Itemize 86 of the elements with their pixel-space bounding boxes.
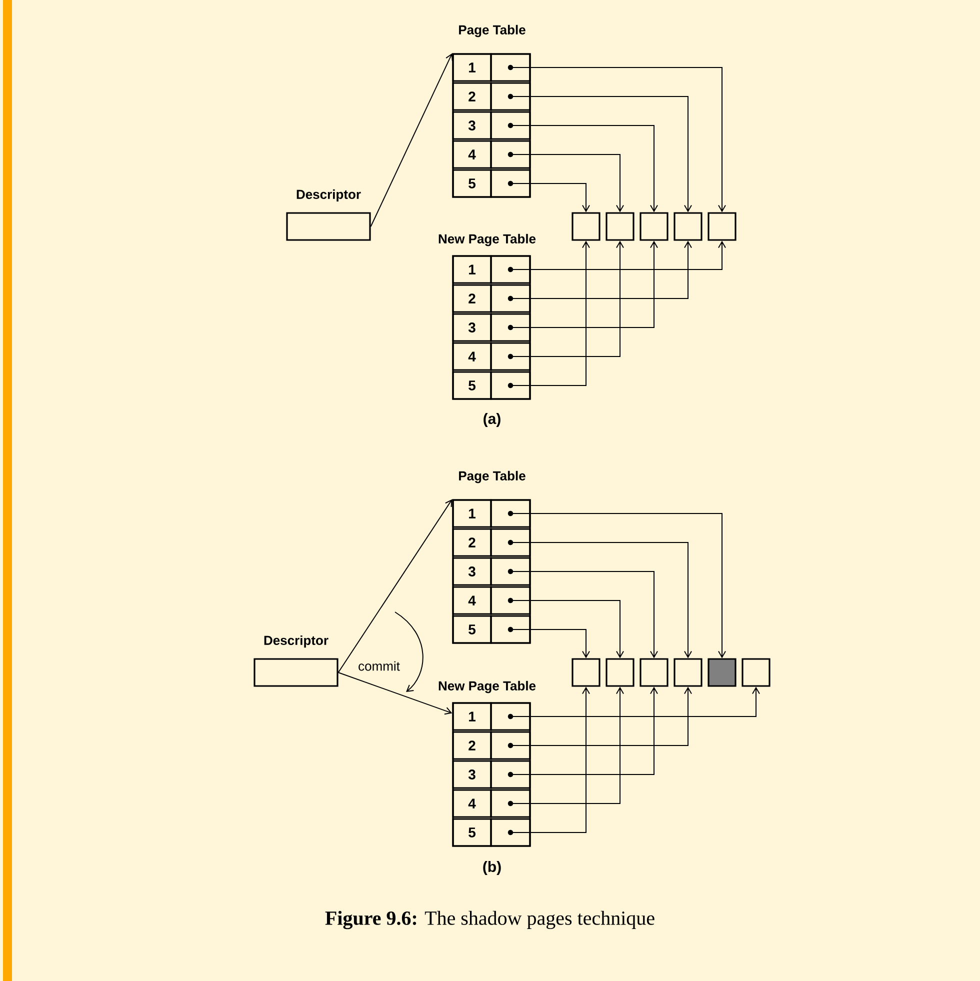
pointer-arrow [530, 686, 760, 717]
pointer-arrow [530, 571, 658, 658]
pointer-cell [490, 371, 532, 400]
number-cell: 2 [452, 82, 492, 111]
pointer-arrow [530, 240, 726, 270]
pointer-cell [490, 731, 532, 760]
page-box [708, 212, 736, 241]
node-label: New Page Table [438, 680, 536, 694]
pointer-arrow [530, 154, 624, 212]
pointer-arrow [530, 629, 590, 658]
number-cell: 2 [452, 284, 492, 313]
node-label: Page Table [459, 24, 526, 38]
pointer-cell [490, 586, 532, 615]
page-box [640, 212, 668, 241]
pointer-cell [490, 789, 532, 818]
panel-label: (b) [483, 861, 501, 875]
pointer-arrow [530, 686, 624, 804]
pointer-cell [490, 760, 532, 789]
pointer-arrow [530, 96, 692, 212]
pointer-arrow [530, 686, 692, 746]
node-label: Descriptor [296, 189, 361, 202]
page-box [708, 658, 736, 687]
page-box [572, 658, 600, 687]
pointer-cell [490, 255, 532, 284]
page-box [606, 658, 634, 687]
pointer-cell [490, 53, 532, 82]
descriptor-box: Descriptor [286, 189, 371, 241]
page-box [674, 212, 702, 241]
number-cell: 5 [452, 818, 492, 847]
pointer-arrow [530, 686, 658, 775]
page-box [572, 212, 600, 241]
descriptor-box: Descriptor [254, 635, 338, 687]
pointer-cell [490, 82, 532, 111]
page-box [640, 658, 668, 687]
pointer-arrow [530, 600, 624, 658]
number-cell: 3 [452, 557, 492, 586]
pointer-cell [490, 284, 532, 313]
number-cell: 1 [452, 499, 492, 528]
pointer-cell [490, 702, 532, 731]
node-label: Page Table [459, 470, 526, 484]
pointer-cell [490, 140, 532, 169]
number-cell: 4 [452, 789, 492, 818]
pointer-cell [490, 528, 532, 557]
number-cell: 2 [452, 731, 492, 760]
number-cell: 3 [452, 760, 492, 789]
arrow [370, 53, 453, 227]
number-cell: 5 [452, 615, 492, 644]
arrow [338, 672, 452, 715]
pointer-arrow [530, 240, 658, 328]
pointer-arrow [530, 240, 692, 299]
page-box [674, 658, 702, 687]
node-label: New Page Table [438, 234, 536, 246]
page-box [742, 658, 770, 687]
arrow [338, 499, 452, 673]
pointer-cell [490, 615, 532, 644]
pointer-cell [490, 818, 532, 847]
number-cell: 1 [452, 53, 492, 82]
pointer-cell [490, 111, 532, 140]
number-cell: 3 [452, 313, 492, 342]
pointer-arrow [530, 240, 624, 357]
number-cell: 4 [452, 586, 492, 615]
pointer-arrow [530, 686, 590, 833]
pointer-cell [490, 557, 532, 586]
number-cell: 3 [452, 111, 492, 140]
number-cell: 4 [452, 342, 492, 371]
number-cell: 1 [452, 702, 492, 731]
panel-label: (a) [484, 413, 500, 427]
number-cell: 4 [452, 140, 492, 169]
number-cell: 2 [452, 528, 492, 557]
figure-caption: Figure 9.6: The shadow pages technique [325, 910, 654, 930]
pointer-arrow [530, 513, 726, 658]
node-label: Descriptor [264, 635, 328, 648]
number-cell: 1 [452, 255, 492, 284]
number-cell: 5 [452, 169, 492, 198]
pointer-arrow [530, 183, 590, 212]
pointer-arrow [530, 542, 692, 658]
pointer-cell [490, 169, 532, 198]
pointer-cell [490, 342, 532, 371]
commit-label: commit [358, 661, 400, 671]
number-cell: 5 [452, 371, 492, 400]
pointer-arrow [530, 240, 590, 386]
pointer-cell [490, 313, 532, 342]
pointer-cell [490, 499, 532, 528]
pointer-arrow [530, 125, 658, 212]
page-box [606, 212, 634, 241]
pointer-arrow [530, 67, 726, 212]
